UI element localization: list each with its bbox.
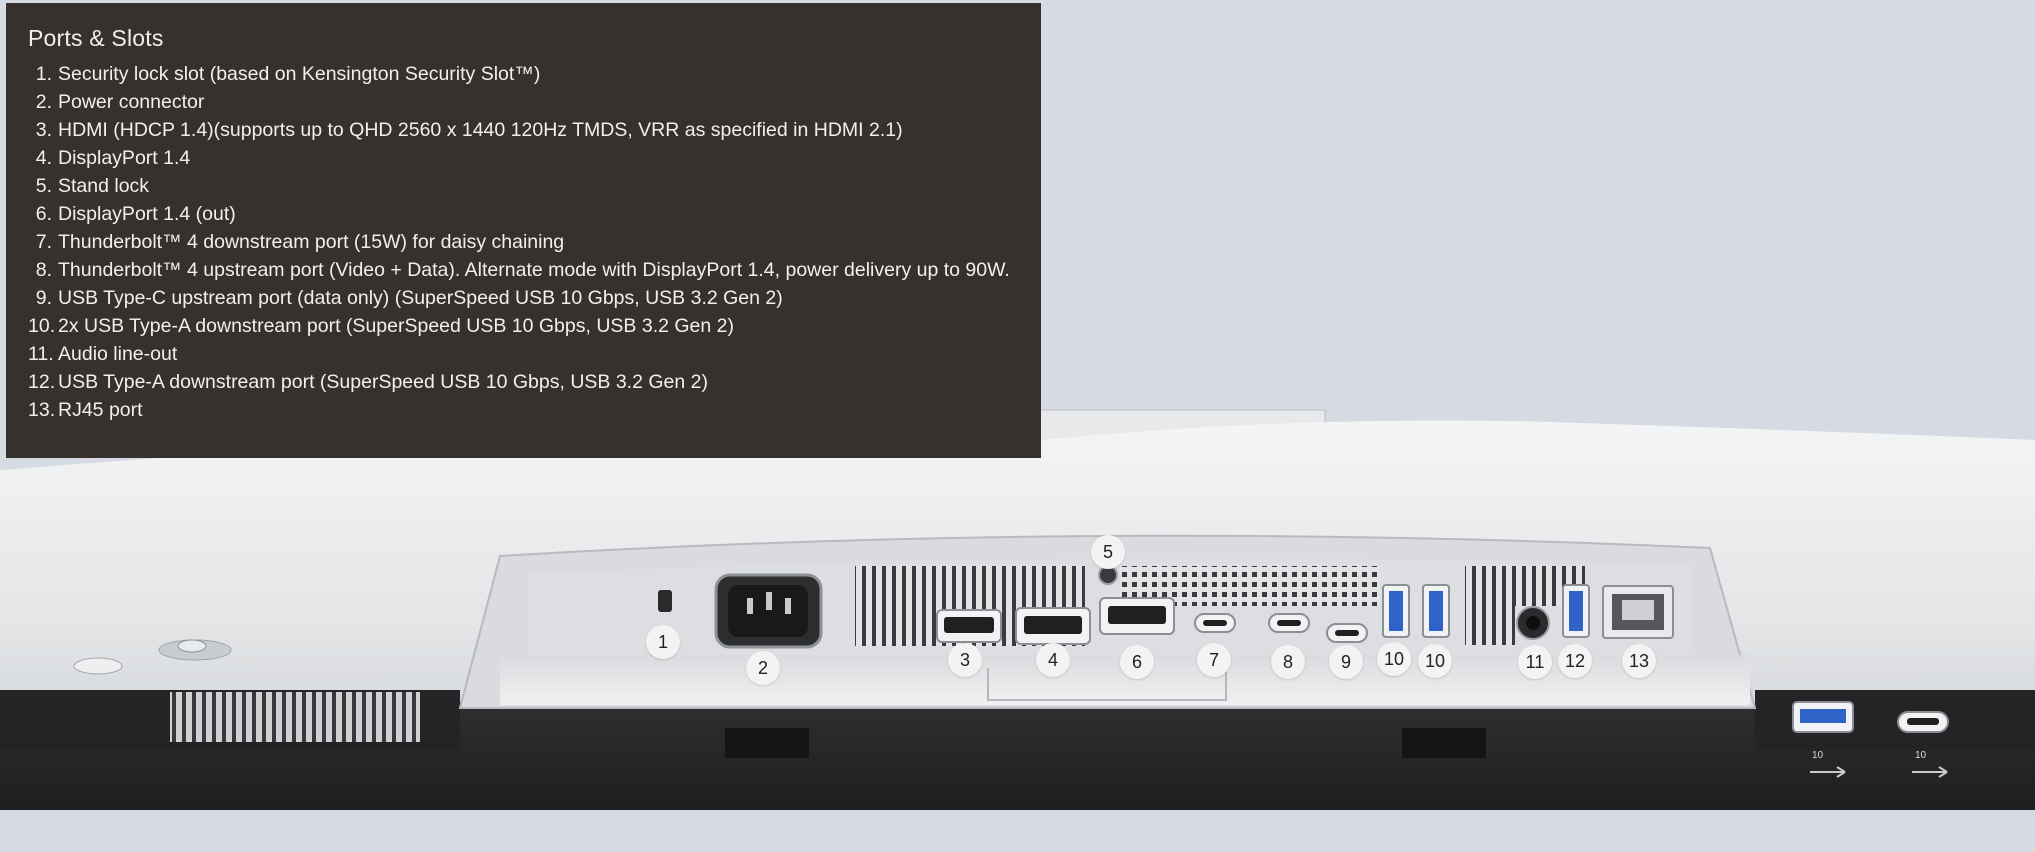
list-item: 5. Stand lock (28, 172, 1019, 200)
item-text: Audio line-out (58, 343, 178, 365)
item-number: 5. (35, 175, 52, 197)
callout-rj45: 13 (1622, 644, 1656, 678)
usb-speed-label-left: 10 (1812, 750, 1824, 761)
panel-title: Ports & Slots (28, 25, 164, 51)
item-number: 4. (35, 147, 52, 169)
list-item: 11.Audio line-out (28, 340, 1019, 368)
list-item: 4. DisplayPort 1.4 (28, 144, 1019, 172)
callout-tb4-down: 7 (1197, 643, 1231, 677)
callout-dp-in: 4 (1036, 643, 1070, 677)
item-number: 11. (28, 343, 54, 365)
callout-security-slot: 1 (646, 625, 680, 659)
callout-power: 2 (746, 651, 780, 685)
item-number: 8. (35, 259, 52, 281)
callout-dp-out: 6 (1120, 645, 1154, 679)
item-number: 2. (35, 91, 52, 113)
callout-tb4-up: 8 (1271, 645, 1305, 679)
callout-usbc-up: 9 (1329, 645, 1363, 679)
ports-list: 1. Security lock slot (based on Kensingto… (28, 60, 1019, 424)
item-number: 3. (35, 119, 52, 141)
item-text: USB Type-C upstream port (data only) (Su… (58, 287, 783, 309)
item-text: 2x USB Type-A downstream port (SuperSpee… (58, 315, 734, 337)
item-number: 6. (35, 203, 52, 225)
list-item: 1. Security lock slot (based on Kensingto… (28, 60, 1019, 88)
item-text: Stand lock (58, 175, 150, 197)
ports-panel: Ports & Slots 1. Security lock slot (base… (6, 3, 1041, 458)
item-number: 10. (28, 315, 56, 337)
item-text: Security lock slot (based on Kensington … (58, 63, 541, 85)
item-number: 9. (35, 287, 52, 309)
list-item: 9. USB Type-C upstream port (data only) (… (28, 284, 1019, 312)
item-text: DisplayPort 1.4 (out) (58, 203, 236, 225)
list-item: 13.RJ45 port (28, 396, 1019, 424)
item-text: RJ45 port (58, 399, 143, 421)
list-item: 7. Thunderbolt™ 4 downstream port (15W) f… (28, 228, 1019, 256)
list-item: 8. Thunderbolt™ 4 upstream port (Video + … (28, 256, 1019, 284)
item-text: Power connector (58, 91, 205, 113)
list-item: 3. HDMI (HDCP 1.4)(supports up to QHD 256… (28, 116, 1019, 144)
item-text: USB Type-A downstream port (SuperSpeed U… (58, 371, 708, 393)
list-item: 10.2x USB Type-A downstream port (SuperS… (28, 312, 1019, 340)
list-item: 6. DisplayPort 1.4 (out) (28, 200, 1019, 228)
callout-stand-lock: 5 (1091, 535, 1125, 569)
item-text: Thunderbolt™ 4 downstream port (15W) for… (58, 231, 565, 253)
item-text: Thunderbolt™ 4 upstream port (Video + Da… (58, 259, 1010, 281)
callout-usba-1: 10 (1377, 642, 1411, 676)
usb-speed-label-right: 10 (1915, 750, 1927, 761)
callout-audio: 11 (1518, 645, 1552, 679)
callout-usba-2: 10 (1418, 644, 1452, 678)
item-number: 7. (35, 231, 52, 253)
item-text: DisplayPort 1.4 (58, 147, 191, 169)
item-number: 12. (28, 371, 56, 393)
list-item: 2. Power connector (28, 88, 1019, 116)
monitor-bottom-edge (0, 700, 2035, 810)
item-text: HDMI (HDCP 1.4)(supports up to QHD 2560 … (58, 119, 903, 141)
callout-hdmi: 3 (948, 643, 982, 677)
item-number: 13. (28, 399, 56, 421)
item-number: 1. (35, 63, 52, 85)
list-item: 12.USB Type-A downstream port (SuperSpee… (28, 368, 1019, 396)
callout-usba-12: 12 (1558, 644, 1592, 678)
